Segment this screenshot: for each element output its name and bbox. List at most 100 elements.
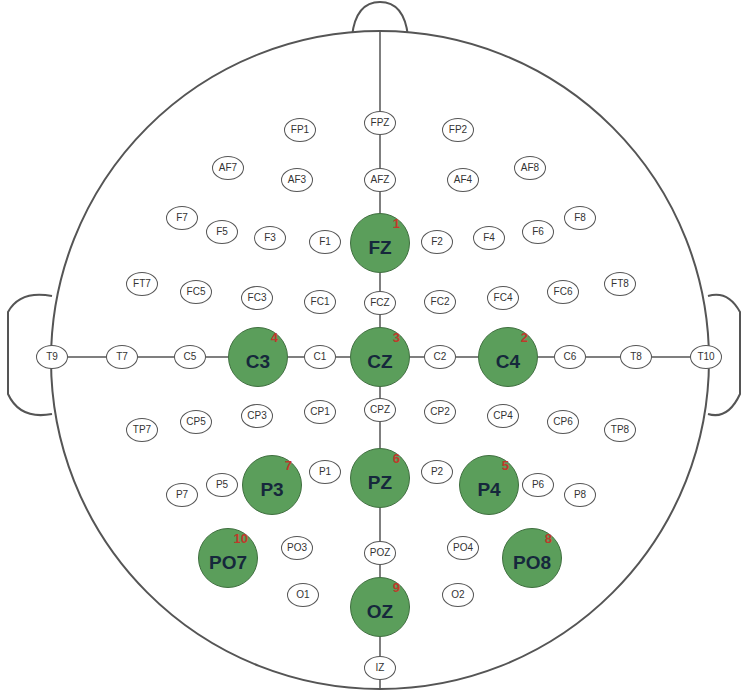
electrode-label: PO3 [287, 543, 307, 553]
electrode: T10 [690, 345, 722, 369]
electrode-label: FC6 [554, 287, 573, 297]
midline [379, 31, 381, 118]
electrode-label: O2 [451, 590, 464, 600]
electrode: FT7 [126, 272, 158, 296]
connector-line [288, 356, 304, 358]
electrode-label: C5 [184, 352, 197, 362]
electrode: F2 [421, 230, 453, 254]
electrode-label: C2 [434, 352, 447, 362]
connector-line [138, 356, 174, 358]
connector-line [379, 387, 381, 398]
electrode: FC6 [547, 280, 579, 304]
callout-number: 9 [393, 581, 400, 594]
electrode: P7 [166, 483, 198, 507]
electrode-label: FT8 [611, 279, 629, 289]
electrode-label: P3 [260, 472, 283, 499]
connector-line [379, 565, 381, 577]
electrode: C5 [174, 345, 206, 369]
connector-line [379, 508, 381, 541]
electrode: PO3 [281, 536, 313, 560]
electrode: C1 [304, 345, 336, 369]
electrode: IZ [364, 656, 396, 680]
electrode-label: CP6 [553, 417, 572, 427]
electrode-label: P4 [477, 472, 500, 499]
electrode: F7 [166, 206, 198, 230]
electrode: F6 [522, 220, 554, 244]
electrode-label: TP8 [611, 425, 629, 435]
electrode-label: F1 [319, 237, 331, 247]
electrode: F4 [473, 226, 505, 250]
electrode: T9 [36, 345, 68, 369]
electrode-label: P6 [532, 480, 544, 490]
electrode: CP1 [304, 400, 336, 424]
electrode: FC2 [424, 290, 456, 314]
electrode-label: PO7 [209, 545, 247, 572]
electrode-label: CP3 [247, 411, 266, 421]
electrode-label: F2 [431, 237, 443, 247]
electrode: FC3 [241, 286, 273, 310]
electrode-label: FCZ [370, 298, 389, 308]
callout-number: 8 [545, 532, 552, 545]
electrode-label: IZ [376, 663, 385, 673]
electrode-label: P7 [176, 490, 188, 500]
electrode: FP2 [442, 118, 474, 142]
callout-number: 6 [393, 452, 400, 465]
electrode: C6 [554, 345, 586, 369]
electrode-label: FC3 [248, 293, 267, 303]
electrode: FC4 [487, 286, 519, 310]
connector-line [379, 315, 381, 327]
electrode-label: FPZ [371, 118, 390, 128]
selected-electrode: C42 [478, 327, 538, 387]
electrode: P6 [522, 473, 554, 497]
electrode: AF8 [514, 156, 546, 180]
electrode: O1 [287, 583, 319, 607]
electrode-label: C4 [496, 344, 520, 371]
electrode: T7 [106, 345, 138, 369]
electrode: CPZ [364, 398, 396, 422]
electrode-label: FP1 [291, 125, 309, 135]
connector-line [652, 356, 690, 358]
electrode: TP7 [126, 418, 158, 442]
connector-line [206, 356, 228, 358]
electrode-label: AF4 [454, 175, 472, 185]
callout-number: 1 [393, 217, 400, 230]
electrode-label: P2 [431, 467, 443, 477]
callout-number: 7 [285, 459, 292, 472]
electrode-label: F5 [216, 227, 228, 237]
electrode-label: F6 [532, 227, 544, 237]
electrode-label: FT7 [133, 279, 151, 289]
electrode-label: T7 [116, 352, 128, 362]
electrode: F8 [564, 206, 596, 230]
electrode: F5 [206, 220, 238, 244]
electrode: CP4 [487, 404, 519, 428]
selected-electrode: C34 [228, 327, 288, 387]
electrode-label: CZ [367, 344, 392, 371]
electrode: TP8 [604, 418, 636, 442]
connector-line [379, 192, 381, 213]
electrode-label: F4 [483, 233, 495, 243]
electrode-label: CP5 [186, 417, 205, 427]
electrode: CP5 [180, 410, 212, 434]
electrode: FC1 [304, 290, 336, 314]
connector-line [456, 356, 478, 358]
electrode: C2 [424, 345, 456, 369]
callout-number: 5 [502, 459, 509, 472]
electrode-label: AFZ [371, 175, 390, 185]
electrode: O2 [442, 583, 474, 607]
electrode-label: CP1 [310, 407, 329, 417]
electrode: AF4 [447, 168, 479, 192]
electrode-label: C6 [564, 352, 577, 362]
electrode: P2 [421, 460, 453, 484]
electrode: P1 [309, 460, 341, 484]
selected-electrode: P37 [242, 455, 302, 515]
electrode-label: FC2 [431, 297, 450, 307]
electrode: FCZ [364, 291, 396, 315]
electrode-label: P5 [216, 480, 228, 490]
electrode-label: T9 [46, 352, 58, 362]
electrode: CP3 [241, 404, 273, 428]
electrode: T8 [620, 345, 652, 369]
connector-line [379, 273, 381, 291]
electrode: P5 [206, 473, 238, 497]
electrode: AF7 [212, 156, 244, 180]
